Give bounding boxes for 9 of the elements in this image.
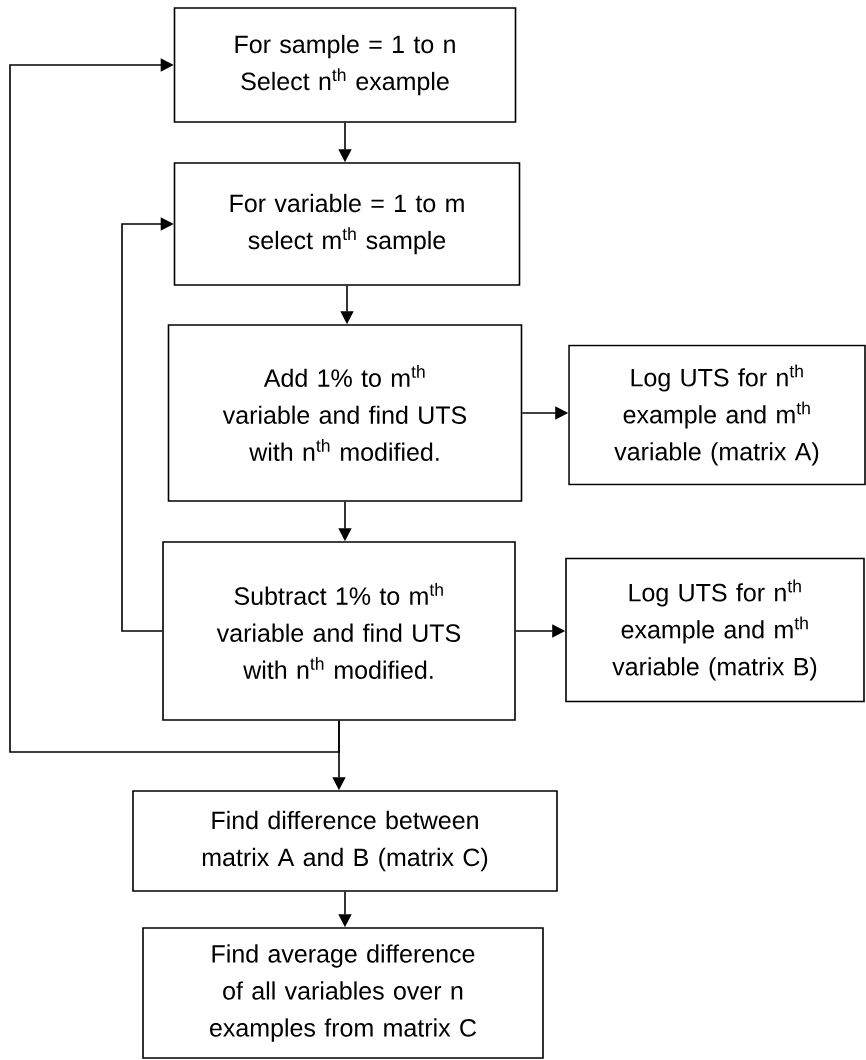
- process-box: Add 1% to m$^{th}$ variable and find UTS with n$^{th}$ modified.: [167, 324, 523, 502]
- arrow: [9, 58, 340, 753]
- process-box: Log UTS for n$^{th}$ example and m$^{th}$ variable (matrix A): [568, 344, 866, 486]
- process-box: Subtract 1% to m$^{th}$ variable and find UTS with n$^{th}$ modified.: [162, 541, 516, 721]
- process-box: Find average difference of all variables over n examples from matrix C: [142, 927, 544, 1059]
- process-box: Log UTS for n$^{th}$ example and m$^{th}$ variable (matrix B): [565, 557, 865, 703]
- process-box: For sample = 1 to n Select n$^{th}$ example: [173, 7, 517, 123]
- process-box: Find difference between matrix A and B (matrix C): [132, 790, 558, 892]
- process-box: For variable = 1 to m select m$^{th}$ sample: [173, 162, 521, 286]
